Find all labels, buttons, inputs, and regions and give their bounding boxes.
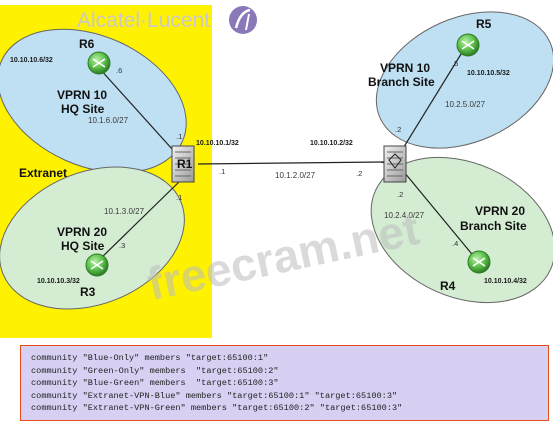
router-r1 — [171, 145, 195, 183]
iface-r2-r5: .2 — [395, 125, 401, 134]
link-r2-r5 — [401, 45, 467, 151]
link-r1-r6 — [98, 67, 183, 161]
iface-r1-r3: .1 — [176, 193, 182, 202]
link-r1-r3 — [96, 179, 182, 263]
router-r6-loopback: 10.10.10.6/32 — [10, 57, 53, 64]
router-r2 — [383, 145, 407, 183]
site-vprn10-hq-line1: VPRN 10 — [57, 88, 107, 102]
router-r5-icon — [456, 33, 480, 57]
router-r4-icon — [467, 250, 491, 274]
router-r5-label: R5 — [476, 17, 492, 31]
router-r4-loopback: 10.10.10.4/32 — [484, 278, 527, 285]
site-vprn10-hq-line2: HQ Site — [61, 102, 105, 116]
site-vprn20-hq-line1: VPRN 20 — [57, 225, 107, 239]
site-vprn20-branch-line1: VPRN 20 — [475, 204, 525, 218]
brand-logo-icon — [229, 6, 257, 34]
config-line: community "Green-Only" members "target:6… — [31, 365, 279, 376]
router-r2-loopback: 10.10.10.2/32 — [310, 140, 353, 147]
site-vprn20-branch — [370, 156, 553, 304]
config-line: community "Blue-Green" members "target:6… — [31, 378, 279, 389]
iface-r1-r6: .1 — [176, 132, 182, 141]
router-r6-label: R6 — [79, 37, 95, 51]
router-r3-label: R3 — [80, 285, 96, 299]
site-vprn20-branch-line2: Branch Site — [460, 219, 527, 233]
config-line: community "Extranet-VPN-Blue" members "t… — [31, 390, 398, 401]
community-config-box: community "Blue-Only" members "target:65… — [20, 345, 549, 421]
site-vprn20-hq-line2: HQ Site — [61, 239, 105, 253]
subnet-r1-r2: 10.1.2.0/27 — [275, 171, 316, 180]
iface-r1-r2: .1 — [219, 167, 225, 176]
iface-r5-r2: .5 — [452, 59, 458, 68]
router-r5-loopback: 10.10.10.5/32 — [467, 70, 510, 77]
subnet-r1-r3: 10.1.3.0/27 — [104, 207, 145, 216]
site-vprn20-hq — [0, 166, 185, 310]
router-r3-icon — [85, 253, 109, 277]
extranet-label: Extranet — [19, 166, 67, 180]
site-vprn10-branch-line1: VPRN 10 — [380, 61, 430, 75]
subnet-r2-r5: 10.2.5.0/27 — [445, 100, 486, 109]
router-r1-loopback: 10.10.10.1/32 — [196, 140, 239, 147]
config-line: community "Extranet-VPN-Green" members "… — [31, 403, 403, 414]
subnet-r1-r6: 10.1.6.0/27 — [88, 116, 129, 125]
link-r2-r4 — [403, 171, 477, 260]
config-line: community "Blue-Only" members "target:65… — [31, 353, 269, 363]
iface-r2-r4: .2 — [397, 190, 403, 199]
iface-r2-r1: .2 — [356, 169, 362, 178]
iface-r4-r2: .4 — [452, 239, 458, 248]
router-r6-icon — [87, 51, 111, 75]
brand-name: Alcatel·Lucent — [77, 9, 210, 32]
site-vprn10-branch-line2: Branch Site — [368, 75, 435, 89]
iface-r3-r1: .3 — [119, 241, 125, 250]
router-r3-loopback: 10.10.10.3/32 — [37, 278, 80, 285]
link-r1-r2 — [197, 161, 385, 165]
router-r1-label: R1 — [177, 157, 193, 171]
site-vprn10-branch — [375, 11, 553, 149]
iface-r6-r1: .6 — [116, 66, 122, 75]
site-vprn10-hq — [0, 28, 187, 174]
router-r4-label: R4 — [440, 279, 456, 293]
subnet-r2-r4: 10.2.4.0/27 — [384, 211, 425, 220]
